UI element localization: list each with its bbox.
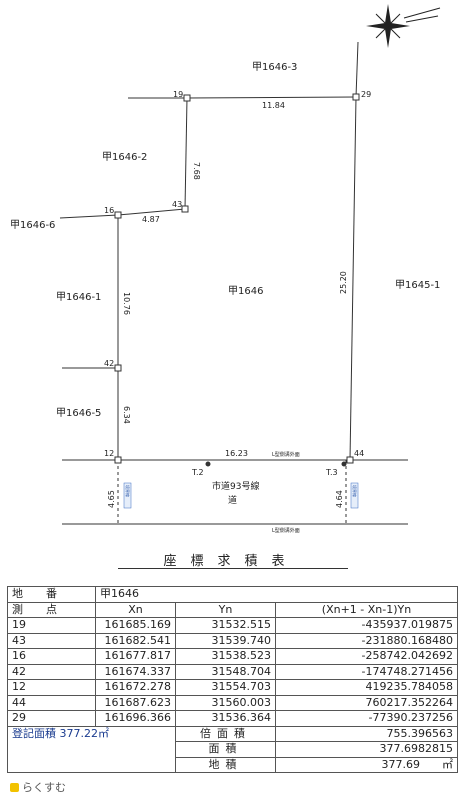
lot-label: 地 番 bbox=[7, 586, 96, 603]
double-area-value: 755.396563 bbox=[275, 725, 458, 742]
t2-marker bbox=[205, 461, 211, 467]
area-label: 面積 bbox=[175, 741, 276, 758]
distance-16-43: 4.87 bbox=[142, 215, 160, 224]
land-area-label: 地積 bbox=[175, 756, 276, 773]
parcel-label-center: 甲1646 bbox=[228, 286, 263, 297]
parcel-label-north: 甲1646-3 bbox=[252, 62, 297, 73]
parcel-label-west-lower: 甲1646-5 bbox=[56, 408, 101, 419]
table-row: 29 161696.366 31536.364 -77390.237256 bbox=[7, 710, 458, 727]
point-label-42: 42 bbox=[104, 359, 114, 368]
point-marker-43 bbox=[181, 205, 189, 213]
distance-19-29: 11.84 bbox=[262, 101, 285, 110]
point-label-19: 19 bbox=[173, 90, 183, 99]
header-xn: Xn bbox=[95, 601, 176, 618]
watermark-logo-icon bbox=[10, 783, 19, 792]
point-label-12: 12 bbox=[104, 449, 114, 458]
table-row: 19 161685.169 31532.515 -435937.019875 bbox=[7, 617, 458, 634]
road-width-left: 4.65 bbox=[107, 490, 116, 508]
point-label-43: 43 bbox=[172, 200, 182, 209]
header-product: (Xn+1 - Xn-1)Yn bbox=[275, 601, 458, 618]
title-underline bbox=[118, 568, 348, 569]
point-label-44: 44 bbox=[354, 449, 364, 458]
parcel-label-west-upper: 甲1646-2 bbox=[102, 152, 147, 163]
point-marker-16 bbox=[114, 211, 122, 219]
point-label-16: 16 bbox=[104, 206, 114, 215]
parcel-label-east: 甲1645-1 bbox=[395, 280, 440, 291]
gutter-label-bottom: L型側溝外面 bbox=[272, 527, 300, 534]
table-row: 12 161672.278 31554.703 419235.784058 bbox=[7, 679, 458, 696]
parcel-label-west-tip: 甲1646-6 bbox=[10, 220, 55, 231]
lot-value: 甲1646 bbox=[95, 586, 458, 603]
point-marker-19 bbox=[183, 94, 191, 102]
boundary-tag-right: 境界線 bbox=[350, 482, 359, 509]
t3-marker bbox=[341, 461, 347, 467]
watermark: らくすむ bbox=[10, 779, 66, 795]
compass-icon bbox=[366, 4, 441, 48]
gutter-label-top: L型側溝外面 bbox=[272, 451, 300, 458]
registered-area: 登記面積 377.22㎡ bbox=[7, 725, 176, 773]
table-row: 16 161677.817 31538.523 -258742.042692 bbox=[7, 648, 458, 665]
double-area-label: 倍面積 bbox=[175, 725, 276, 742]
svg-text:境界線: 境界線 bbox=[125, 485, 131, 497]
distance-29-44: 25.20 bbox=[339, 271, 348, 294]
distance-16-42: 10.76 bbox=[122, 292, 131, 315]
point-marker-42 bbox=[114, 364, 122, 372]
road-name-suffix: 道 bbox=[228, 494, 237, 506]
header-point: 測 点 bbox=[7, 601, 96, 618]
coordinate-table: 地 番 甲1646 測 点 Xn Yn (Xn+1 - Xn-1)Yn 19 1… bbox=[7, 586, 458, 773]
road-width-right: 4.64 bbox=[335, 490, 344, 508]
table-title: 座標求積表 bbox=[163, 554, 299, 569]
header-row: 測 点 Xn Yn (Xn+1 - Xn-1)Yn bbox=[7, 601, 458, 618]
table-row: 44 161687.623 31560.003 760217.352264 bbox=[7, 694, 458, 711]
land-area-unit: ㎡ bbox=[442, 757, 453, 771]
parcel-label-west-mid: 甲1646-1 bbox=[56, 292, 101, 303]
point-markers bbox=[114, 93, 360, 467]
distance-12-44: 16.23 bbox=[225, 449, 248, 458]
double-area-row: 登記面積 377.22㎡ 倍面積 755.396563 bbox=[7, 725, 458, 773]
point-marker-44 bbox=[346, 456, 354, 464]
header-yn: Yn bbox=[175, 601, 276, 618]
land-area-row: 地積 377.69 ㎡ bbox=[8, 756, 458, 773]
svg-text:境界線: 境界線 bbox=[352, 485, 358, 497]
road-name: 市道93号線 bbox=[212, 480, 259, 492]
t3-label: T.3 bbox=[325, 468, 338, 477]
survey-plan: 甲1646-3 甲1646-2 甲1646-6 甲1646-1 甲1646-5 … bbox=[10, 4, 441, 534]
point-label-29: 29 bbox=[361, 90, 371, 99]
area-row: 面積 377.6982815 bbox=[8, 741, 458, 758]
area-value: 377.6982815 bbox=[275, 741, 458, 758]
point-marker-12 bbox=[114, 456, 122, 464]
t2-label: T.2 bbox=[191, 468, 204, 477]
point-marker-29 bbox=[352, 93, 360, 101]
lot-row: 地 番 甲1646 bbox=[7, 586, 458, 603]
boundary-tag-left: 境界線 bbox=[123, 482, 132, 509]
distance-42-12: 6.34 bbox=[122, 406, 131, 424]
distance-19-43: 7.68 bbox=[192, 162, 201, 180]
land-area-cell: 377.69 ㎡ bbox=[275, 756, 458, 773]
land-area-value: 377.69 bbox=[381, 757, 421, 771]
table-row: 42 161674.337 31548.704 -174748.271456 bbox=[7, 663, 458, 680]
table-row: 43 161682.541 31539.740 -231880.168480 bbox=[7, 632, 458, 649]
